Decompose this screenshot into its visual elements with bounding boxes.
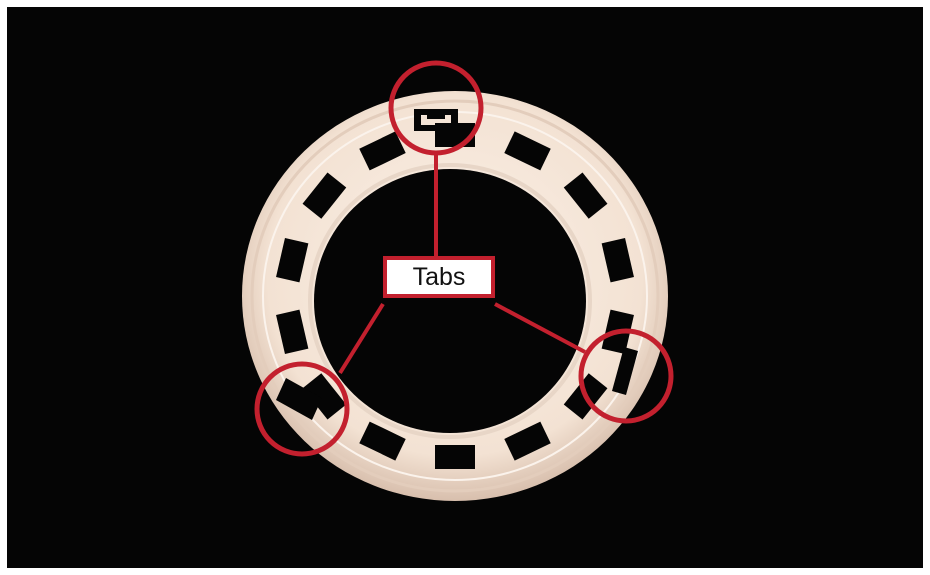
circle-outline-icon xyxy=(388,60,484,156)
tabs-callout-label: Tabs xyxy=(383,256,495,298)
tab-right xyxy=(612,347,638,395)
ring-slot xyxy=(504,131,551,171)
ring-slot xyxy=(302,373,347,420)
circle-outline-icon xyxy=(578,328,674,424)
ring-slot xyxy=(563,172,608,219)
ring-slot xyxy=(504,421,551,461)
ring-inner-edge xyxy=(308,163,592,439)
ring-slot xyxy=(276,309,309,354)
ring-slot xyxy=(302,172,347,219)
circle-outline-icon xyxy=(254,361,350,457)
ring-center-hole xyxy=(314,169,586,433)
tab-top xyxy=(414,109,458,131)
ring-slot xyxy=(359,131,406,171)
tab-details xyxy=(276,109,638,420)
ring-slot xyxy=(435,445,475,469)
ring-slot xyxy=(276,238,309,283)
callout-lines xyxy=(338,153,586,375)
leader-line-left xyxy=(338,302,385,375)
tab-left xyxy=(276,378,322,420)
ring-rim-groove xyxy=(250,99,660,493)
tab-highlights xyxy=(254,60,674,457)
leader-line-right xyxy=(494,302,586,354)
ring-slot xyxy=(601,238,634,283)
ring-slot xyxy=(359,421,406,461)
